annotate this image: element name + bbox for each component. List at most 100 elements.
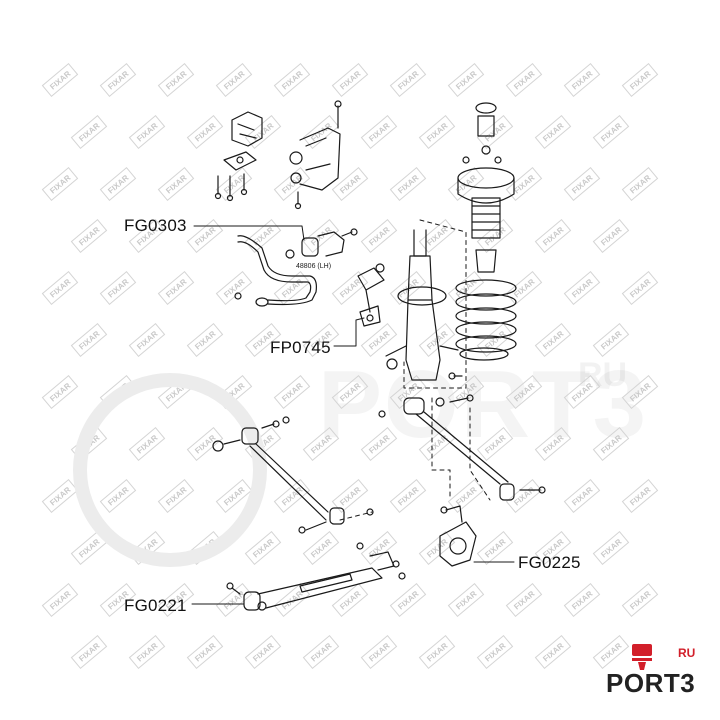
watermark-tile: FIXAR (418, 635, 456, 669)
watermark-tile: FIXAR (592, 531, 630, 565)
watermark-tile: FIXAR (389, 479, 427, 513)
watermark-tile: FIXAR (99, 63, 137, 97)
watermark-tile: FIXAR (186, 427, 224, 461)
stabilizer-bushing-fg0303 (285, 228, 358, 259)
watermark-tile: FIXAR (273, 479, 311, 513)
stabilizer-link-fp0745 (357, 263, 385, 327)
watermark-tile: FIXAR (476, 219, 514, 253)
watermark-tile: FIXAR (360, 323, 398, 357)
watermark-tile: FIXAR (534, 219, 572, 253)
watermark-tile: FIXAR (157, 479, 195, 513)
watermark-tile: FIXAR (99, 479, 137, 513)
rear-lateral-arm (378, 394, 546, 501)
callout-fg0303[interactable]: FG0303 (124, 216, 187, 235)
watermark-tile: FIXAR (41, 271, 79, 305)
upper-link-arm (289, 100, 342, 210)
watermark-tile: FIXAR (563, 63, 601, 97)
watermark-tile: FIXAR (302, 219, 340, 253)
watermark-tile: FIXAR (244, 531, 282, 565)
reference-code: 48806 (LH) (296, 263, 331, 270)
watermark-tile: FIXAR (41, 375, 79, 409)
watermark-tile: FIXAR (447, 63, 485, 97)
watermark-tile: FIXAR (215, 271, 253, 305)
callout-fg0225[interactable]: FG0225 (518, 553, 581, 572)
watermark-tile: FIXAR (418, 115, 456, 149)
rear-knuckle-fg0225 (439, 505, 477, 567)
watermark-tile: FIXAR (302, 635, 340, 669)
watermark-tile: FIXAR (621, 583, 659, 617)
watermark-tile: FIXAR (331, 375, 369, 409)
watermark-tile: FIXAR (447, 167, 485, 201)
watermark-tile: FIXAR (215, 583, 253, 617)
watermark-tile: FIXAR (505, 63, 543, 97)
watermark-round-logo (73, 373, 267, 567)
watermark-tile: FIXAR (273, 63, 311, 97)
watermark-tile: FIXAR (563, 583, 601, 617)
dust-boot (471, 197, 501, 273)
watermark-tile: FIXAR (331, 271, 369, 305)
watermark-tile: FIXAR (563, 479, 601, 513)
watermark-tile: FIXAR (621, 271, 659, 305)
watermark-tile: FIXAR (70, 219, 108, 253)
watermark-tile: FIXAR (157, 271, 195, 305)
watermark-suffix: RU (578, 356, 628, 394)
watermark-tile: FIXAR (360, 219, 398, 253)
watermark-tile: FIXAR (70, 635, 108, 669)
callout-fp0745[interactable]: FP0745 (270, 338, 331, 357)
watermark-tile: FIXAR (99, 271, 137, 305)
watermark-tile: FIXAR (563, 167, 601, 201)
watermark-tile: FIXAR (41, 583, 79, 617)
watermark-tile: FIXAR (621, 479, 659, 513)
watermark-tile: FIXAR (389, 583, 427, 617)
watermark-tile: FIXAR (244, 635, 282, 669)
watermark-tile: FIXAR (41, 167, 79, 201)
watermark-tile: FIXAR (621, 375, 659, 409)
watermark-tile: FIXAR (302, 115, 340, 149)
watermark-tile: FIXAR (186, 323, 224, 357)
watermark-tile: FIXAR (476, 531, 514, 565)
watermark-tile: FIXAR (128, 323, 166, 357)
watermark-tile: FIXAR (592, 323, 630, 357)
watermark-tile: FIXAR (534, 323, 572, 357)
watermark-tile: FIXAR (41, 63, 79, 97)
watermark-tile: FIXAR (331, 63, 369, 97)
stabilizer-bracket (214, 111, 263, 202)
watermark-tile: FIXAR (389, 63, 427, 97)
watermark-tile: FIXAR (157, 63, 195, 97)
watermark-tile: FIXAR (157, 167, 195, 201)
watermark-tile: FIXAR (128, 115, 166, 149)
watermark-tile: FIXAR (563, 375, 601, 409)
watermark-tile: FIXAR (563, 271, 601, 305)
watermark-tile: FIXAR (592, 427, 630, 461)
watermark-tile: FIXAR (621, 167, 659, 201)
watermark-tile: FIXAR (505, 375, 543, 409)
watermark-tile: FIXAR (534, 427, 572, 461)
watermark-tile: FIXAR (621, 63, 659, 97)
watermark-tile: FIXAR (592, 219, 630, 253)
stabilizer-bar (234, 235, 317, 307)
watermark-tile: FIXAR (389, 167, 427, 201)
watermark-tile: FIXAR (70, 115, 108, 149)
callout-fg0221[interactable]: FG0221 (124, 596, 187, 615)
watermark-tile: FIXAR (70, 323, 108, 357)
watermark-tile: FIXAR (534, 115, 572, 149)
watermark-tile: FIXAR (592, 115, 630, 149)
rear-lower-link (212, 416, 374, 534)
watermark-tile: FIXAR (244, 219, 282, 253)
watermark-tile: FIXAR (215, 63, 253, 97)
watermark-tile: FIXAR (186, 219, 224, 253)
watermark-tile: FIXAR (128, 427, 166, 461)
brand-logo[interactable]: PORT3 (606, 668, 696, 698)
callout-leaders (191, 225, 515, 605)
watermark-tile: FIXAR (273, 167, 311, 201)
watermark-tile: FIXAR (273, 375, 311, 409)
strut-top-mount (457, 102, 515, 204)
watermark-tile: FIXAR (476, 115, 514, 149)
piston-icon (632, 644, 652, 670)
watermark-tile: FIXAR (186, 115, 224, 149)
watermark-tile: FIXAR (244, 115, 282, 149)
watermark-tile: FIXAR (360, 635, 398, 669)
watermark-tile: FIXAR (302, 427, 340, 461)
